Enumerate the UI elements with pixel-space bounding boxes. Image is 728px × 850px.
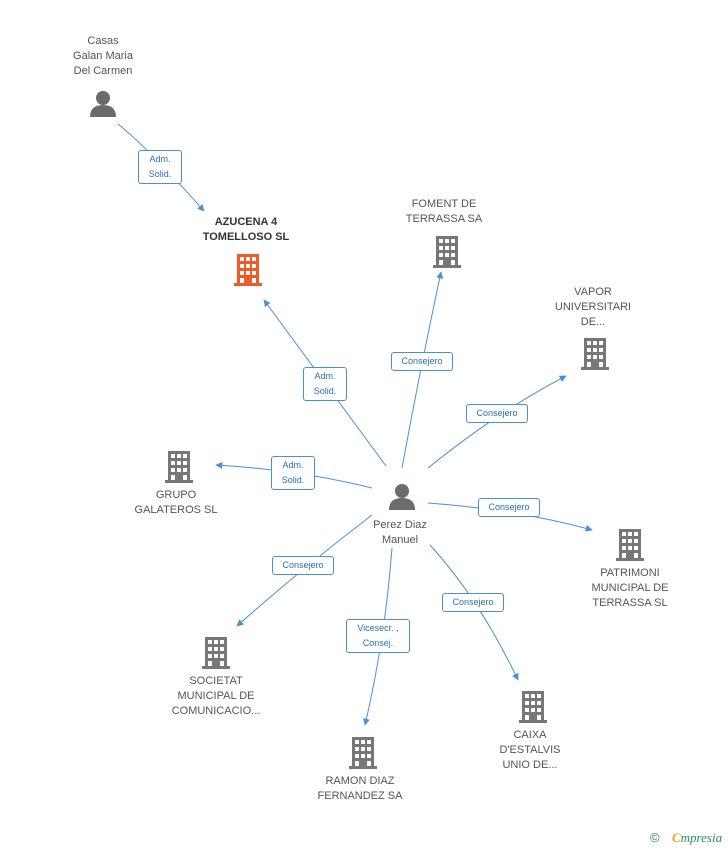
edge-perez-caixa <box>429 544 519 681</box>
building-icon[interactable] <box>431 234 463 268</box>
node-label-azucena[interactable]: AZUCENA 4 TOMELLOSO SL <box>202 216 290 243</box>
person-icon[interactable] <box>387 481 417 511</box>
node-label-vapor[interactable]: VAPOR UNIVERSITARI DE... <box>554 286 632 328</box>
node-label-patrimoni[interactable]: PATRIMONI MUNICIPAL DE TERRASSA SL <box>591 567 669 609</box>
building-icon-main[interactable] <box>232 252 264 286</box>
edge-label-perez-societat: Consejero <box>272 556 334 575</box>
person-icon[interactable] <box>88 88 118 118</box>
building-icon[interactable] <box>163 449 195 483</box>
edge-label-casas-azucena: Adm. Solid. <box>138 150 182 184</box>
node-label-perez[interactable]: Perez Diaz Manuel <box>373 519 427 546</box>
edge-label-perez-ramon: Vicesecr. , Consej. <box>346 619 410 653</box>
edge-label-perez-patrimoni: Consejero <box>478 498 540 517</box>
brand-name: mpresia <box>680 830 723 845</box>
edge-label-perez-azucena: Adm. Solid. <box>303 367 347 401</box>
building-icon[interactable] <box>614 527 646 561</box>
edge-label-perez-vapor: Consejero <box>466 404 528 423</box>
edge-label-perez-grupo: Adm. Solid. <box>271 456 315 490</box>
node-label-ramon[interactable]: RAMON DIAZ FERNANDEZ SA <box>317 775 403 802</box>
edge-label-perez-foment: Consejero <box>391 352 453 371</box>
node-label-casas[interactable]: Casas Galan Maria Del Carmen <box>73 35 133 77</box>
node-label-foment[interactable]: FOMENT DE TERRASSA SA <box>405 198 483 225</box>
node-label-caixa[interactable]: CAIXA D'ESTALVIS UNIO DE... <box>499 729 561 771</box>
building-icon[interactable] <box>200 635 232 669</box>
copyright-symbol: © <box>650 830 660 845</box>
building-icon[interactable] <box>517 689 549 723</box>
node-label-grupo[interactable]: GRUPO GALATEROS SL <box>134 489 218 516</box>
building-icon[interactable] <box>347 735 379 769</box>
brand-initial: C <box>672 830 681 845</box>
edge-label-perez-caixa: Consejero <box>442 593 504 612</box>
node-label-societat[interactable]: SOCIETAT MUNICIPAL DE COMUNICACIO... <box>171 675 261 717</box>
building-icon[interactable] <box>579 336 611 370</box>
brand-logo: Cmpresia <box>672 830 722 846</box>
